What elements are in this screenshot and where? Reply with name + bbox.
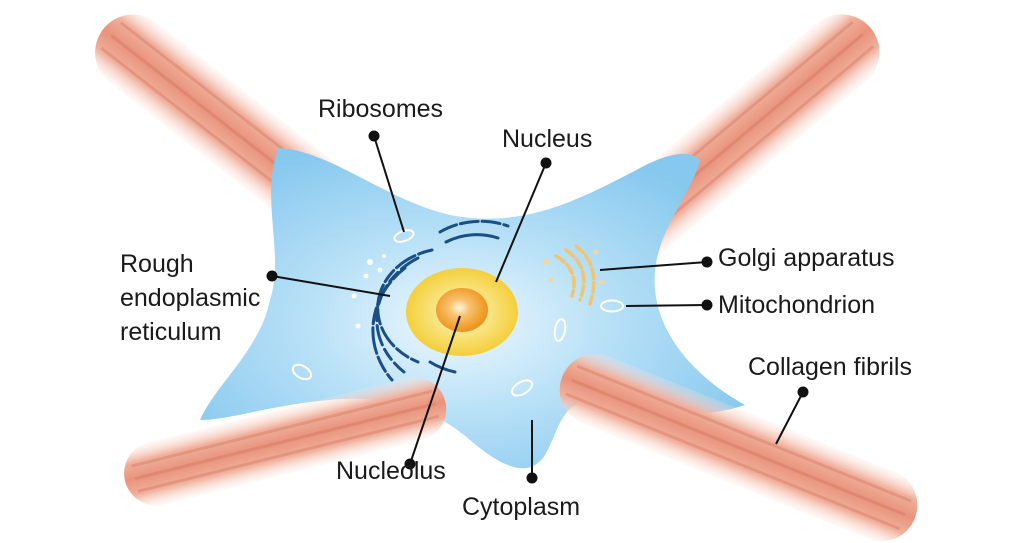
label-mitochondrion: Mitochondrion [718, 291, 876, 319]
collagen-fibril-bottom-left [124, 377, 447, 506]
label-cytoplasm: Cytoplasm [462, 493, 581, 521]
label-rough-er-line3: reticulum [120, 318, 222, 346]
golgi-shape [554, 244, 596, 306]
label-rough-er-line1: Rough [120, 250, 194, 278]
label-golgi-apparatus: Golgi apparatus [718, 244, 895, 272]
vesicles [291, 229, 567, 397]
label-rough-er-line2: endoplasmic [120, 284, 261, 312]
label-nucleus: Nucleus [502, 125, 593, 153]
golgi-vesicles [543, 249, 605, 285]
mitochondrion-shape [600, 299, 624, 313]
leader-lines [266, 130, 809, 484]
label-collagen-fibrils: Collagen fibrils [748, 353, 912, 381]
label-nucleolus: Nucleolus [336, 457, 446, 485]
ribosome-dots [351, 254, 386, 329]
label-ribosomes: Ribosomes [318, 95, 444, 123]
nucleolus-shape [436, 288, 488, 332]
collagen-fibril-bottom-right [559, 353, 918, 542]
